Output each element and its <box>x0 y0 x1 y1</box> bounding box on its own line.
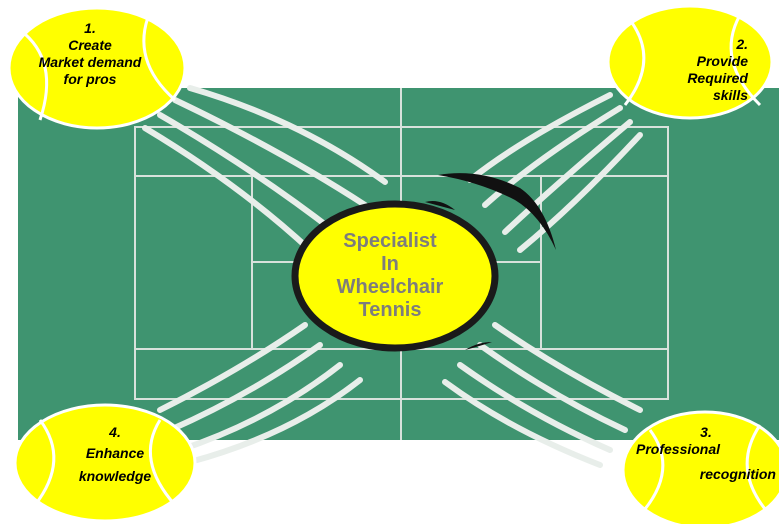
ball-4-number: 4. <box>109 424 121 440</box>
ball-3-number: 3. <box>700 424 712 440</box>
ball-1-label: 1. Create Market demand for pros <box>10 20 170 88</box>
ball-1-line-2: Market demand <box>38 54 142 70</box>
ball-2 <box>606 4 774 120</box>
swoosh-marks <box>425 173 556 350</box>
ball-1-number: 1. <box>84 20 96 36</box>
ball-4-label: 4. Enhance knowledge <box>40 424 190 485</box>
ball-3-line-1: Professional <box>636 441 721 457</box>
center-label-line-2: In <box>381 253 399 275</box>
ball-1 <box>7 6 187 130</box>
center-label-line-3: Wheelchair <box>336 276 444 298</box>
ball-2-line-3: skills <box>712 87 748 103</box>
ball-2-line-2: Required <box>687 70 748 86</box>
ball-4-line-1: Enhance <box>85 445 145 461</box>
ball-4-line-2: knowledge <box>78 468 152 484</box>
ball-1-line-3: for pros <box>63 71 117 87</box>
ball-2-line-1: Provide <box>696 53 748 69</box>
center-label-line-1: Specialist <box>343 230 437 252</box>
center-ball <box>291 200 499 352</box>
ball-4 <box>13 403 197 523</box>
ball-3-label: 3. Professional recognition <box>636 424 776 483</box>
ball-1-line-1: Create <box>68 37 112 53</box>
motion-streaks <box>142 85 643 468</box>
center-label: Specialist In Wheelchair Tennis <box>300 230 480 322</box>
ball-2-label: 2. Provide Required skills <box>628 36 748 104</box>
ball-2-number: 2. <box>736 36 748 52</box>
ball-3-line-2: recognition <box>699 466 776 482</box>
center-label-line-4: Tennis <box>358 299 422 321</box>
ball-3 <box>621 410 779 524</box>
